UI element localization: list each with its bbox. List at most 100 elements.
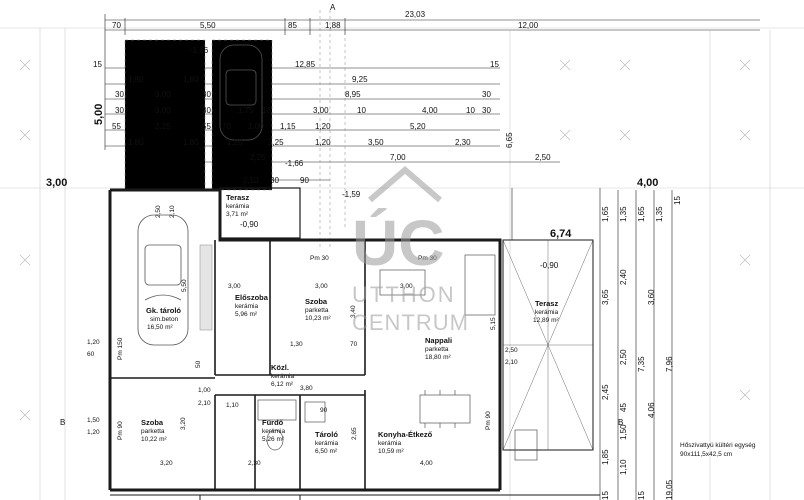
level-4: -0,90 bbox=[240, 220, 259, 229]
dim-rb-0: 1,85 bbox=[601, 449, 610, 465]
d-150: 1,50 bbox=[87, 417, 100, 424]
room-name: Szoba bbox=[305, 297, 328, 306]
dim-rm-6: 2,45 bbox=[601, 384, 610, 400]
d-210b: 2,10 bbox=[198, 400, 211, 407]
room-kozl: Közl. kerámia 6,12 m² bbox=[271, 363, 295, 388]
d-400: 4,00 bbox=[420, 460, 433, 467]
room-szoba-2: Szoba parketta 10,22 m² bbox=[141, 418, 167, 443]
d-50: 50 bbox=[195, 360, 202, 368]
d-300b: 3,00 bbox=[315, 283, 328, 290]
room-name: Nappali bbox=[425, 336, 452, 345]
dim-r4-0: 30 bbox=[115, 90, 124, 99]
room-floor: parketta bbox=[425, 346, 449, 353]
d-300c: 3,00 bbox=[400, 283, 413, 290]
dim-r6-5: 1,15 bbox=[280, 122, 296, 131]
section-mark-b-right: B bbox=[618, 418, 623, 427]
room-area: 10,23 m² bbox=[305, 315, 331, 322]
d-60: 60 bbox=[87, 351, 95, 358]
dim-r4-2: 30 bbox=[202, 90, 211, 99]
bottom-structure bbox=[110, 494, 600, 500]
dim-r2-1: 12,85 bbox=[295, 60, 316, 69]
dim-r5-5: 3,00 bbox=[313, 106, 329, 115]
dim-r1-3: 1,88 bbox=[325, 21, 341, 30]
room-floor: sim.beton bbox=[150, 316, 179, 323]
interior-walls bbox=[110, 240, 366, 490]
dim-r5-1: 3,00 bbox=[155, 106, 171, 115]
dim-r1-0: 70 bbox=[112, 21, 121, 30]
dim-left-500: 5,00 bbox=[93, 104, 105, 125]
room-floor: kerámia bbox=[226, 203, 250, 210]
room-area: 6,50 m² bbox=[315, 448, 338, 455]
hatch-strip bbox=[199, 244, 213, 331]
dim-rc-0: 1,65 bbox=[601, 206, 610, 222]
dim-rm-2: 3,60 bbox=[647, 289, 656, 305]
dim-rm-4: 7,35 bbox=[637, 356, 646, 372]
dim-r1-4: 12,00 bbox=[518, 21, 539, 30]
big-terrace bbox=[502, 239, 594, 451]
dim-r5-7: 4,00 bbox=[422, 106, 438, 115]
dim-r3-0: 1,80 bbox=[128, 75, 144, 84]
dim-rb-3: 1,50 bbox=[619, 424, 628, 440]
d-320a: 3,20 bbox=[180, 417, 187, 430]
d-230: 2,30 bbox=[248, 460, 261, 467]
dining-table bbox=[419, 390, 471, 428]
section-mark-b-left: B bbox=[60, 418, 65, 427]
logo-line1: UTTHON bbox=[352, 282, 456, 307]
dim-left-300: 3,00 bbox=[46, 177, 67, 189]
room-area: 3,71 m² bbox=[226, 211, 249, 218]
room-name: Konyha-Étkező bbox=[378, 430, 433, 439]
level-3: -1,59 bbox=[342, 190, 361, 199]
room-name: Előszoba bbox=[235, 293, 269, 302]
room-nappali: Nappali parketta 18,80 m² bbox=[425, 336, 452, 361]
dim-r6-4: 1,00 bbox=[248, 122, 264, 131]
dim-rb-4: 15 bbox=[637, 491, 646, 500]
pm90-b: Pm 90 bbox=[485, 411, 492, 430]
dim-right-400: 4,00 bbox=[637, 177, 658, 189]
dim-rb-2: 15 bbox=[601, 491, 610, 500]
dim-r5-8: 10 bbox=[466, 106, 475, 115]
room-szoba-1: Szoba parketta 10,23 m² bbox=[305, 297, 331, 322]
room-name: Szoba bbox=[141, 418, 164, 427]
level-1: -1,66 bbox=[190, 46, 209, 55]
d-90: 90 bbox=[320, 407, 328, 414]
dim-r2-2: 15 bbox=[490, 60, 499, 69]
section-mark-a: A bbox=[330, 3, 336, 12]
heat-pump bbox=[514, 429, 538, 461]
room-area: 18,80 m² bbox=[425, 354, 451, 361]
dim-r6-3: 70 bbox=[222, 122, 231, 131]
dim-r8-1: 7,00 bbox=[390, 153, 406, 162]
dim-r6-1: 2,25 bbox=[155, 122, 171, 131]
d-120b: 1,20 bbox=[87, 429, 100, 436]
d-265: 2,65 bbox=[351, 427, 358, 440]
dim-r6-6: 1,20 bbox=[315, 122, 331, 131]
dim-rm-0: 3,65 bbox=[601, 289, 610, 305]
d-250r: 2,50 bbox=[505, 347, 518, 354]
room-terasz-small: Terasz kerámia 3,71 m² bbox=[226, 193, 250, 218]
dim-rc-1: 1,35 bbox=[619, 206, 628, 222]
room-floor: kerámia bbox=[535, 309, 559, 316]
note-line2: 90x111,5x42,5 cm bbox=[680, 451, 732, 458]
room-floor: parketta bbox=[305, 307, 329, 314]
room-name: Közl. bbox=[271, 363, 289, 372]
dim-r2-0: 15 bbox=[93, 60, 102, 69]
small-terrace bbox=[219, 187, 301, 239]
dim-r3-2: 9,25 bbox=[352, 75, 368, 84]
room-name: Terasz bbox=[226, 193, 249, 202]
tree-markers bbox=[19, 59, 751, 421]
room-name: Tároló bbox=[315, 430, 338, 439]
d-515: 5,15 bbox=[490, 317, 497, 330]
dim-rb-5: 19,05 bbox=[665, 479, 674, 500]
watermark-logo: ÚC UTTHON CENTRUM bbox=[352, 166, 468, 335]
d-210r: 2,10 bbox=[505, 359, 518, 366]
room-floor: kerámia bbox=[235, 303, 259, 310]
room-eloszoba: Előszoba kerámia 5,96 m² bbox=[235, 293, 269, 318]
room-terasz-big: Terasz kerámia 12,89 m² bbox=[533, 299, 559, 324]
room-floor: parketta bbox=[141, 428, 165, 435]
room-tarolo: Tároló kerámia 6,50 m² bbox=[315, 430, 339, 455]
dim-right-665: 6,65 bbox=[505, 132, 514, 148]
d-250: 2,50 bbox=[155, 205, 162, 218]
d-300a: 3,00 bbox=[228, 283, 241, 290]
pm150: Pm 150 bbox=[117, 337, 124, 360]
dim-r7-2: 1,20 bbox=[227, 138, 243, 147]
dim-right-674: 6,74 bbox=[550, 228, 572, 240]
